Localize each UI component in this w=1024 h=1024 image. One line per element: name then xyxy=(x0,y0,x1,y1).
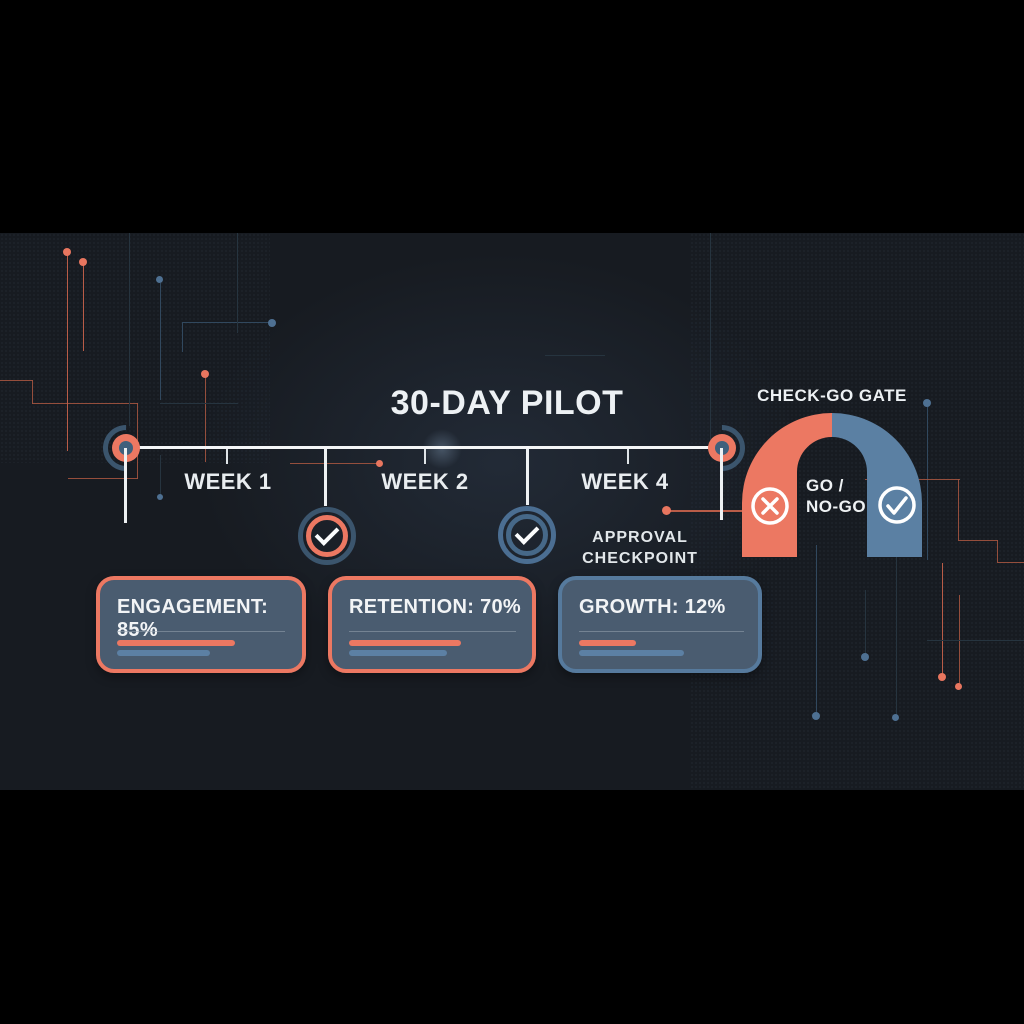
circuit-line xyxy=(290,463,378,464)
circuit-line xyxy=(997,540,998,562)
check-ring xyxy=(506,514,548,556)
metric-label: GROWTH: 12% xyxy=(579,596,726,618)
circuit-line xyxy=(545,355,605,356)
check-circle-icon xyxy=(498,506,556,564)
circuit-line xyxy=(160,403,238,404)
circuit-line xyxy=(237,233,238,333)
light-flare xyxy=(422,429,462,469)
card-divider xyxy=(349,631,516,632)
circuit-dot xyxy=(376,460,383,467)
check-circle-icon xyxy=(878,486,916,524)
metric-bar-accent xyxy=(117,640,235,646)
circuit-dot xyxy=(861,653,869,661)
circuit-line xyxy=(958,540,998,541)
circuit-line xyxy=(160,283,161,400)
circuit-line xyxy=(958,479,959,540)
metric-bar-accent xyxy=(349,640,461,646)
circuit-line xyxy=(182,322,272,323)
timeline-connector xyxy=(526,449,529,505)
circuit-dot xyxy=(63,248,71,256)
circuit-line xyxy=(710,233,711,448)
gate-title: CHECK-GO GATE xyxy=(757,386,907,405)
circuit-line xyxy=(32,403,138,404)
check-circle-icon xyxy=(298,507,356,565)
card-divider xyxy=(579,631,744,632)
circuit-line xyxy=(129,233,130,426)
timeline-connector xyxy=(324,449,327,506)
circuit-dot xyxy=(955,683,962,690)
approval-line1: APPROVAL xyxy=(592,529,688,546)
x-circle-icon xyxy=(751,487,789,525)
circuit-line xyxy=(182,322,183,352)
circuit-dot xyxy=(79,258,87,266)
timeline-tick xyxy=(424,449,426,464)
metric-label: RETENTION: 70% xyxy=(349,596,522,618)
timeline-connector xyxy=(720,448,723,520)
gate-decision-label: GO / NO-GO xyxy=(806,475,886,517)
card-divider xyxy=(117,631,285,632)
circuit-line xyxy=(927,640,1024,641)
metric-card-retention: RETENTION: 70% xyxy=(328,576,536,673)
metric-card-growth: GROWTH: 12% xyxy=(558,576,762,673)
circuit-dot xyxy=(157,494,163,500)
circuit-line xyxy=(67,255,68,451)
circuit-line xyxy=(927,405,928,560)
circuit-line xyxy=(32,380,33,404)
metric-bar-muted xyxy=(579,650,684,656)
circuit-dot xyxy=(938,673,946,681)
circuit-dot xyxy=(812,712,820,720)
check-ring xyxy=(306,515,348,557)
circuit-line xyxy=(816,545,817,716)
checkmark-icon xyxy=(514,520,540,545)
week-label: WEEK 1 xyxy=(184,469,272,494)
gate-decision-line1: GO / xyxy=(806,476,844,495)
circuit-dot xyxy=(156,276,163,283)
metric-card-engagement: ENGAGEMENT: 85% xyxy=(96,576,306,673)
timeline-tick xyxy=(226,449,228,464)
timeline-line xyxy=(125,446,723,449)
circuit-dot xyxy=(892,714,899,721)
metric-bar-muted xyxy=(117,650,210,656)
approval-line2: CHECKPOINT xyxy=(582,550,698,567)
metric-bar-muted xyxy=(349,650,447,656)
metric-bar-accent xyxy=(579,640,636,646)
circuit-dot xyxy=(268,319,276,327)
week-label: WEEK 4 xyxy=(581,469,669,494)
circuit-line xyxy=(942,563,943,677)
circuit-line xyxy=(668,510,760,512)
circuit-dot xyxy=(201,370,209,378)
circuit-line xyxy=(865,590,866,657)
circuit-line xyxy=(68,478,138,479)
circuit-line xyxy=(959,595,960,687)
circuit-dot xyxy=(923,399,931,407)
week-label: WEEK 2 xyxy=(381,469,469,494)
circuit-line xyxy=(160,455,161,497)
page-title: 30-DAY PILOT xyxy=(390,384,624,422)
timeline-connector xyxy=(124,448,127,523)
circuit-line xyxy=(997,562,1024,563)
checkmark-icon xyxy=(314,521,340,546)
circuit-line xyxy=(896,557,897,718)
metric-label: ENGAGEMENT: 85% xyxy=(117,596,269,641)
circuit-dot xyxy=(662,506,671,515)
approval-checkpoint-label: APPROVAL CHECKPOINT xyxy=(555,527,725,569)
timeline-tick xyxy=(627,449,629,464)
circuit-line xyxy=(0,380,33,381)
gate-arch xyxy=(742,413,922,557)
circuit-line xyxy=(205,377,206,462)
gate-decision-line2: NO-GO xyxy=(806,497,867,516)
circuit-line xyxy=(83,265,84,351)
